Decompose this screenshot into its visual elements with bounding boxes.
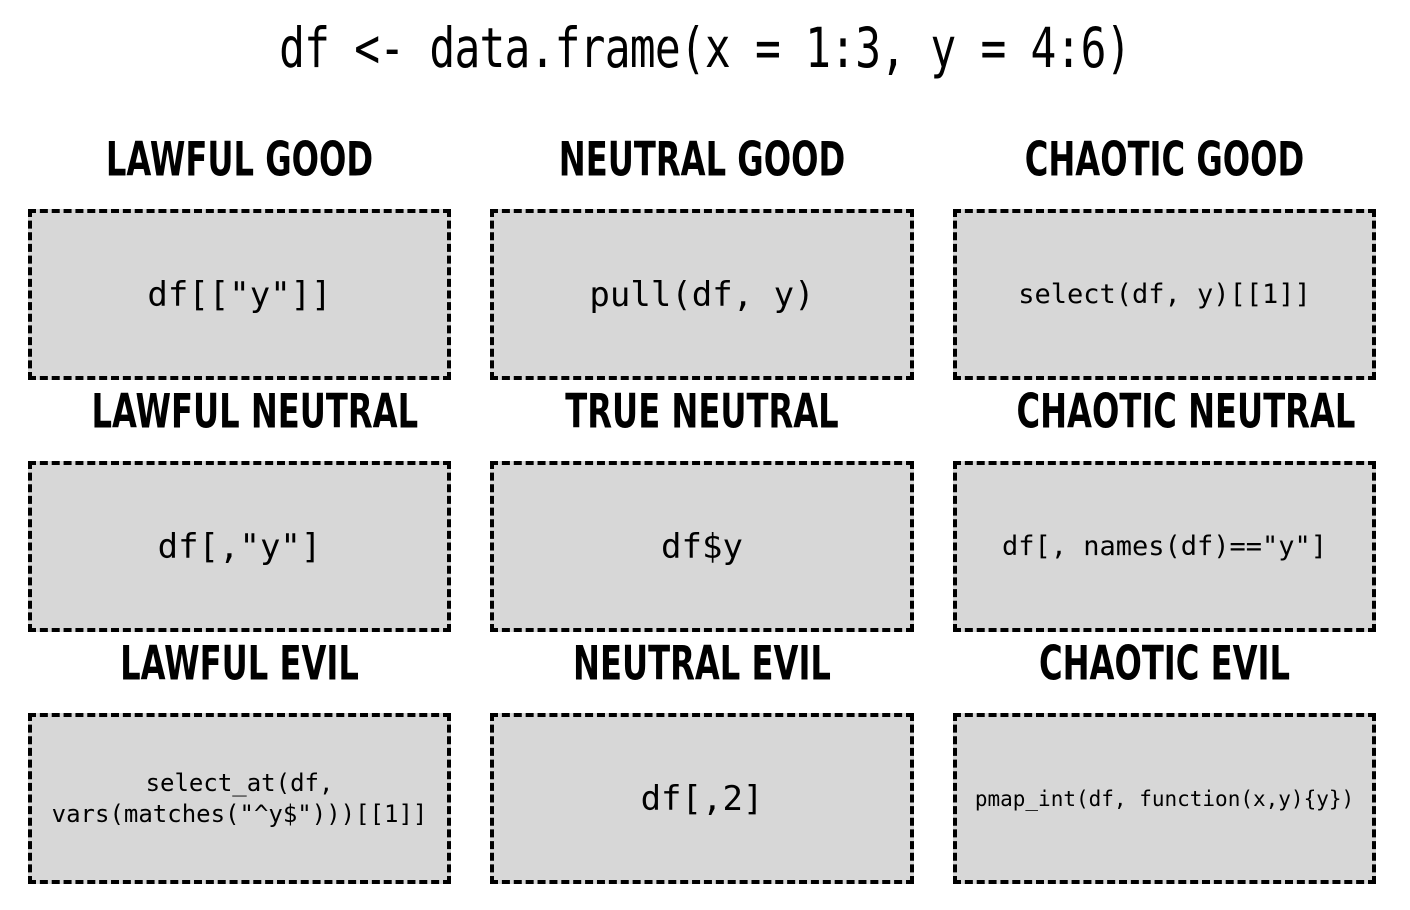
alignment-cell-lawful-good: LAWFUL GOOD df[["y"]] <box>28 128 451 380</box>
alignment-cell-neutral-good: NEUTRAL GOOD pull(df, y) <box>490 128 914 380</box>
cell-box: select_at(df, vars(matches("^y$")))[[1]] <box>28 713 451 884</box>
cell-box: df[,2] <box>490 713 914 884</box>
cell-code: df[, names(df)=="y"] <box>1001 531 1328 562</box>
alignment-cell-chaotic-good: CHAOTIC GOOD select(df, y)[[1]] <box>953 128 1376 380</box>
cell-code: pmap_int(df, function(x,y){y}) <box>974 786 1355 811</box>
alignment-cell-lawful-neutral: LAWFUL NEUTRAL df[,"y"] <box>28 380 451 632</box>
cell-heading: TRUE NEUTRAL <box>565 383 839 439</box>
cell-code: pull(df, y) <box>589 274 815 315</box>
alignment-cell-neutral-evil: NEUTRAL EVIL df[,2] <box>490 632 914 884</box>
cell-heading: CHAOTIC NEUTRAL <box>1016 383 1356 439</box>
alignment-cell-chaotic-evil: CHAOTIC EVIL pmap_int(df, function(x,y){… <box>953 632 1376 884</box>
cell-heading: LAWFUL GOOD <box>105 131 374 187</box>
cell-code: select(df, y)[[1]] <box>1018 279 1311 310</box>
cell-code: select_at(df, vars(matches("^y$")))[[1]] <box>51 768 428 828</box>
cell-box: pull(df, y) <box>490 209 914 380</box>
cell-box: select(df, y)[[1]] <box>953 209 1376 380</box>
title-code: df <- data.frame(x = 1:3, y = 4:6) <box>279 16 1131 80</box>
cell-box: df[["y"]] <box>28 209 451 380</box>
cell-box: df[, names(df)=="y"] <box>953 461 1376 632</box>
cell-code: df[,"y"] <box>157 526 322 567</box>
cell-heading: NEUTRAL EVIL <box>573 635 831 691</box>
alignment-cell-lawful-evil: LAWFUL EVIL select_at(df, vars(matches("… <box>28 632 451 884</box>
cell-code: df$y <box>661 526 743 567</box>
title-bar: df <- data.frame(x = 1:3, y = 4:6) <box>0 16 1410 80</box>
cell-box: df$y <box>490 461 914 632</box>
cell-box: df[,"y"] <box>28 461 451 632</box>
alignment-grid: LAWFUL GOOD df[["y"]] NEUTRAL GOOD pull(… <box>28 128 1376 884</box>
alignment-cell-true-neutral: TRUE NEUTRAL df$y <box>490 380 914 632</box>
cell-heading: LAWFUL NEUTRAL <box>91 383 419 439</box>
cell-code: df[["y"]] <box>147 274 332 315</box>
cell-heading: CHAOTIC EVIL <box>1038 635 1291 691</box>
alignment-cell-chaotic-neutral: CHAOTIC NEUTRAL df[, names(df)=="y"] <box>953 380 1376 632</box>
cell-heading: CHAOTIC GOOD <box>1024 131 1305 187</box>
cell-box: pmap_int(df, function(x,y){y}) <box>953 713 1376 884</box>
cell-heading: NEUTRAL GOOD <box>558 131 846 187</box>
cell-heading: LAWFUL EVIL <box>120 635 359 691</box>
cell-code: df[,2] <box>640 778 764 819</box>
